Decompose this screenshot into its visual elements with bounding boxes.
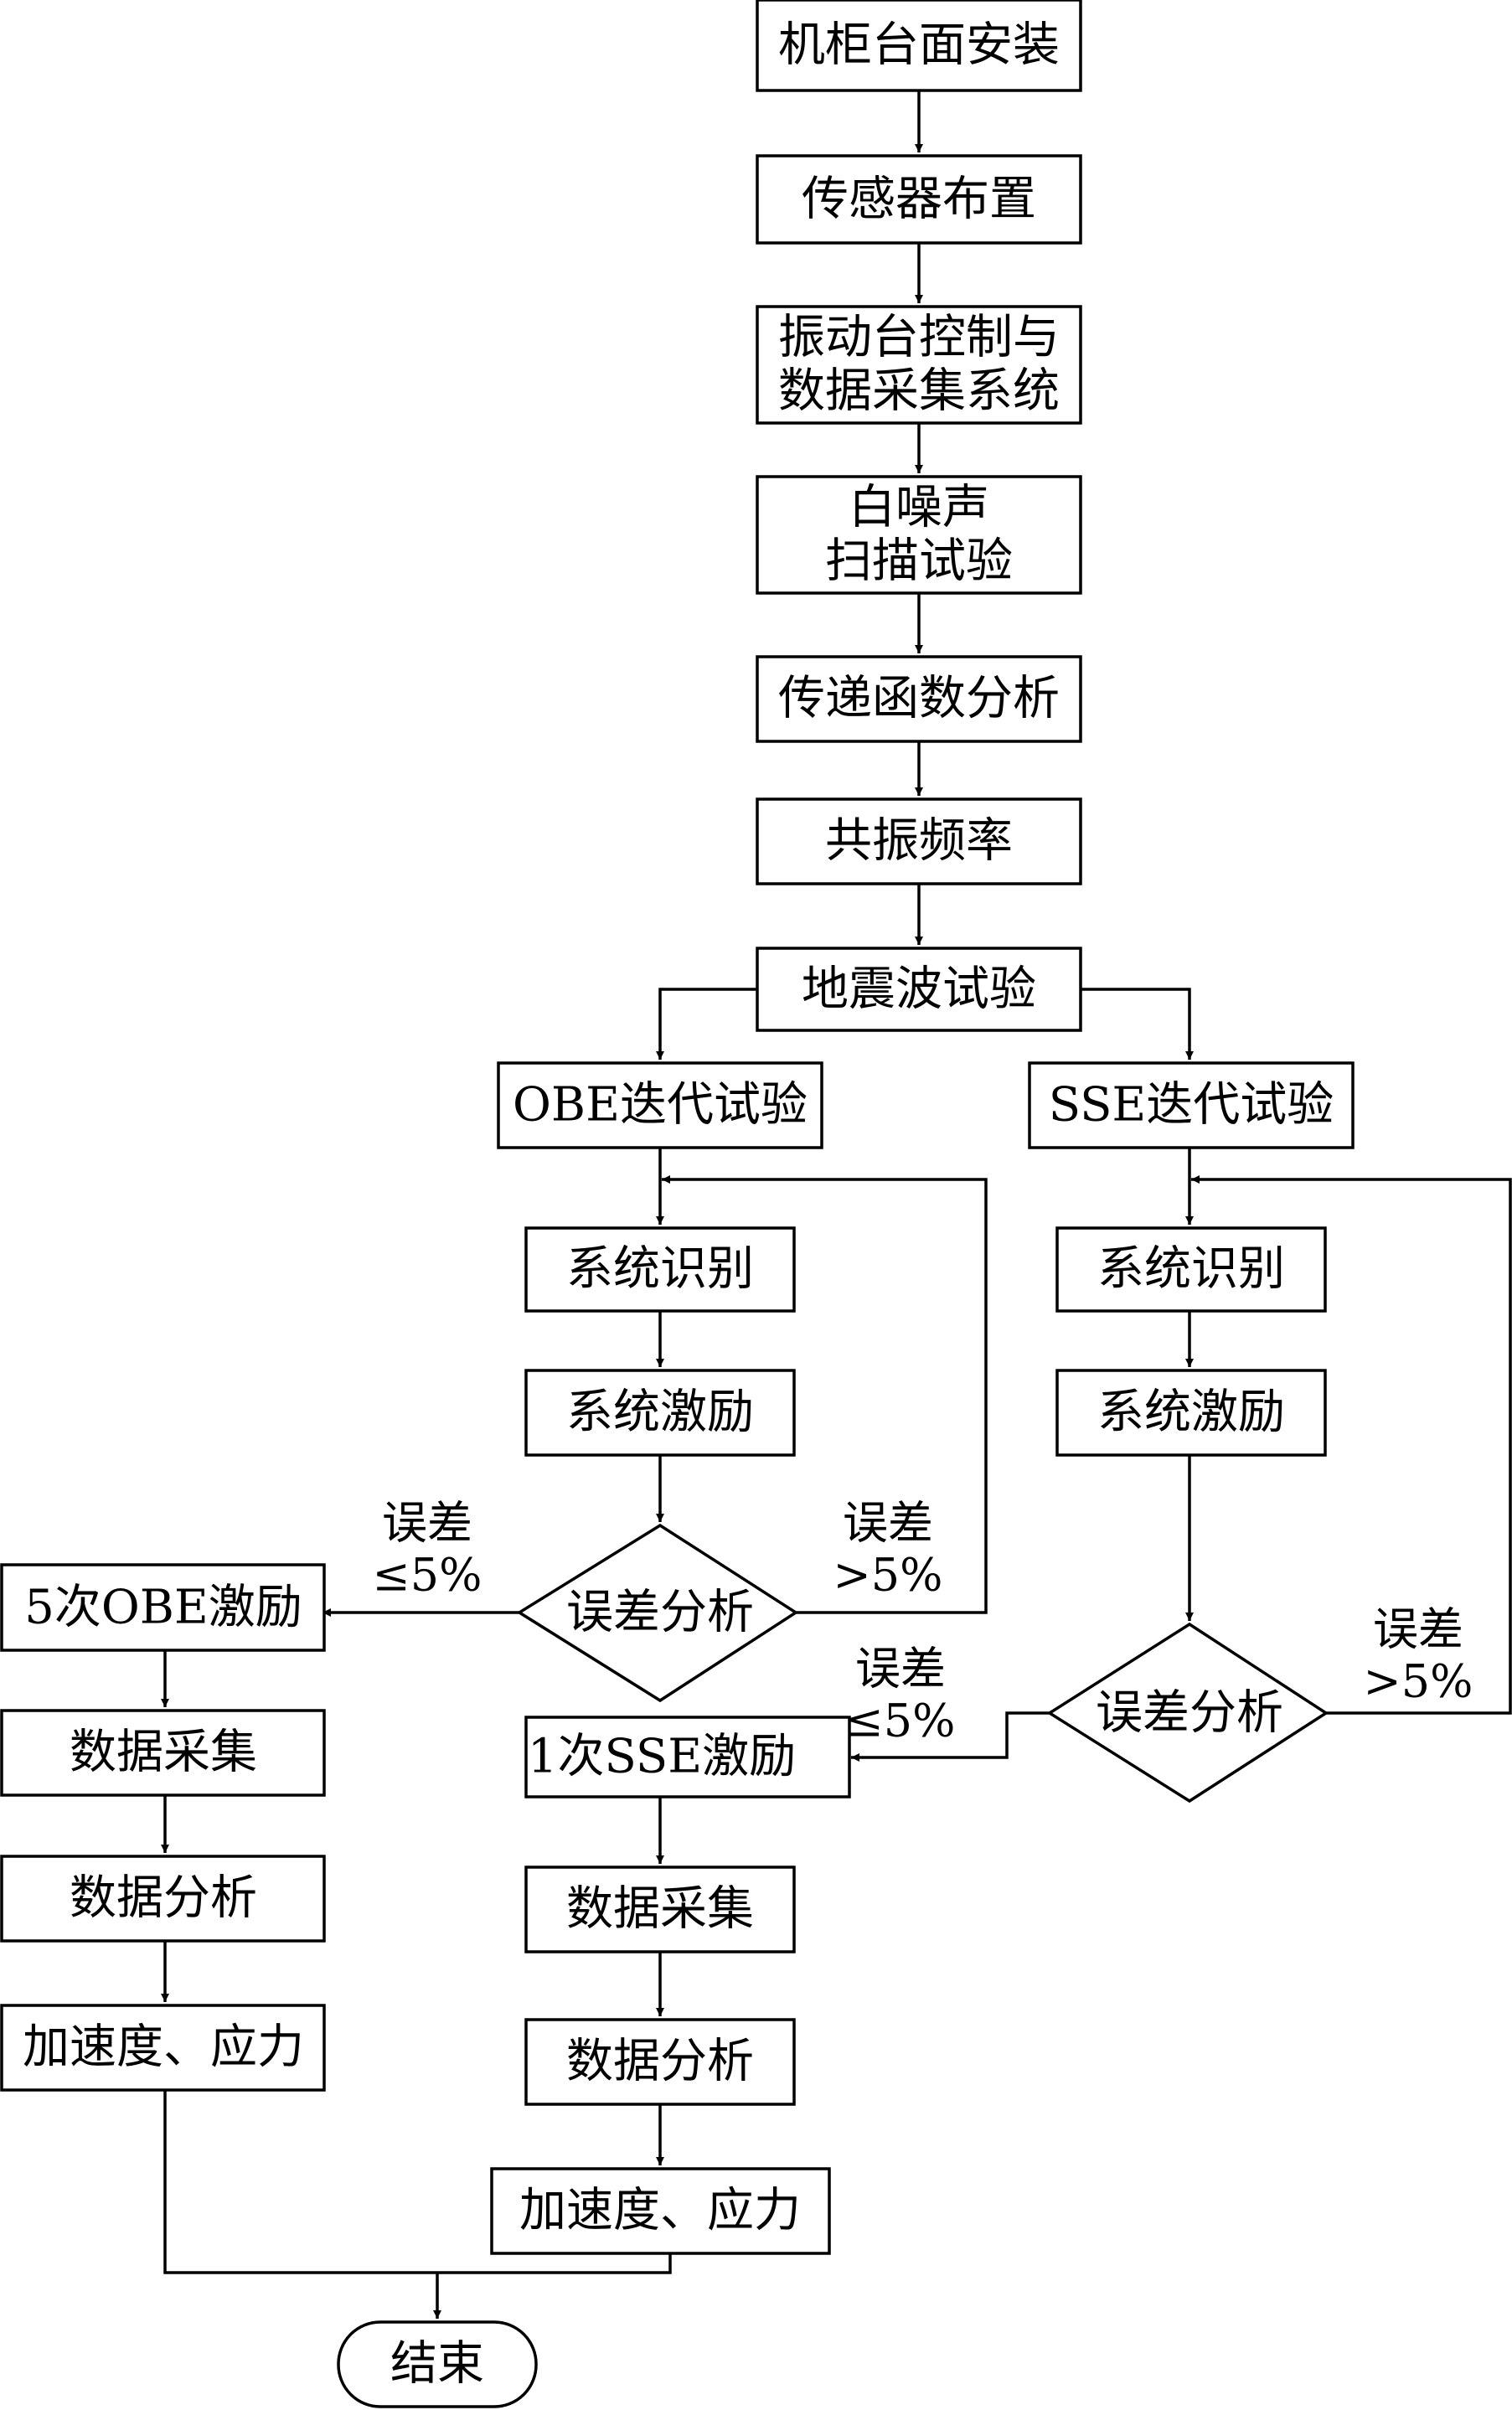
obe-fail-label-line1: 误差 (843, 1497, 933, 1550)
process-boxes (0, 0, 1355, 2408)
edge-seismic-sse (1081, 988, 1194, 1060)
sse-ok-label-line1: 误差 (855, 1643, 946, 1695)
seismic-label: 地震波试验 (802, 962, 1036, 1017)
sse-collect-box (524, 1866, 796, 1953)
transfer-label: 传递函数分析 (778, 672, 1060, 726)
resonance-label: 共振频率 (825, 814, 1013, 869)
obe5-label: 5次OBE激励 (24, 1581, 302, 1635)
edge-merge-left (163, 2090, 672, 2274)
obe-collect-box (0, 1709, 326, 1797)
resonance-box (756, 797, 1082, 885)
sse-error-diamond (1046, 1622, 1329, 1804)
whitenoise-label-line2: 扫描试验 (825, 534, 1013, 589)
sse-fail-label-line1: 误差 (1373, 1603, 1463, 1656)
end-terminator (337, 2320, 538, 2408)
sse-error-label: 误差分析 (1096, 1686, 1283, 1741)
edge-labels: 误差 ≤5% 误差 >5% 误差 ≤5% 误差 >5% (373, 1497, 1473, 1747)
sse-fail-label-line2: >5% (1364, 1655, 1473, 1708)
whitenoise-label-line1: 白噪声 (849, 481, 989, 535)
whitenoise-box (756, 475, 1082, 595)
seismic-box (756, 947, 1082, 1032)
control-label-line1: 振动台控制与 (778, 311, 1060, 365)
obe5-box (0, 1563, 326, 1652)
obe-excite-label: 系统激励 (566, 1386, 754, 1440)
obe-error-label: 误差分析 (566, 1586, 754, 1640)
obe-iter-box (497, 1061, 823, 1149)
obe-analysis-label: 数据分析 (70, 1871, 257, 1926)
sse-analysis-box (524, 2018, 796, 2106)
connectors (161, 90, 1512, 2319)
sensors-box (756, 154, 1082, 245)
end-label: 结束 (390, 2337, 484, 2392)
decision-diamonds (516, 1523, 1329, 1804)
obe-ok-label-line1: 误差 (382, 1497, 472, 1550)
obe-collect-label: 数据采集 (70, 1726, 257, 1780)
sse-excite-box (1055, 1369, 1327, 1457)
edge-seismic-obe (656, 988, 757, 1060)
sse-ok-label-line2: ≤5% (846, 1695, 956, 1747)
sse-result-box (490, 2167, 831, 2255)
obe-ident-label: 系统识别 (566, 1242, 754, 1297)
sse-iter-label: SSE迭代试验 (1049, 1078, 1334, 1133)
install-box (756, 0, 1082, 92)
obe-error-diamond (516, 1523, 799, 1703)
sensors-label: 传感器布置 (802, 173, 1036, 227)
sse-iter-box (1028, 1061, 1355, 1149)
control-box (756, 305, 1082, 425)
sse-analysis-label: 数据分析 (566, 2035, 754, 2089)
node-labels: 机柜台面安装 传感器布置 振动台控制与 数据采集系统 白噪声 扫描试验 传递函数… (23, 18, 1334, 2392)
sse1-box (524, 1716, 851, 1798)
sse-ident-box (1055, 1226, 1327, 1313)
edge-obeerror-feedback (662, 1175, 988, 1614)
obe-ident-box (524, 1226, 796, 1313)
sse-result-label: 加速度、应力 (519, 2184, 801, 2238)
obe-analysis-box (0, 1855, 326, 1943)
install-label: 机柜台面安装 (778, 18, 1060, 73)
obe-excite-box (524, 1369, 796, 1457)
obe-iter-label: OBE迭代试验 (513, 1078, 808, 1133)
edge-sseerror-feedback (1191, 1175, 1512, 1715)
edge-sseerror-sse1 (851, 1711, 1050, 1762)
transfer-box (756, 655, 1082, 743)
obe-fail-label-line2: >5% (833, 1549, 943, 1602)
obe-result-label: 加速度、应力 (23, 2020, 304, 2075)
sse-ident-label: 系统识别 (1097, 1242, 1285, 1297)
sse1-label: 1次SSE激励 (528, 1730, 796, 1784)
sse-excite-label: 系统激励 (1097, 1386, 1285, 1440)
obe-result-box (0, 2004, 326, 2092)
control-label-line2: 数据采集系统 (778, 364, 1060, 419)
sse-collect-label: 数据采集 (566, 1882, 754, 1937)
obe-ok-label-line2: ≤5% (373, 1549, 482, 1602)
